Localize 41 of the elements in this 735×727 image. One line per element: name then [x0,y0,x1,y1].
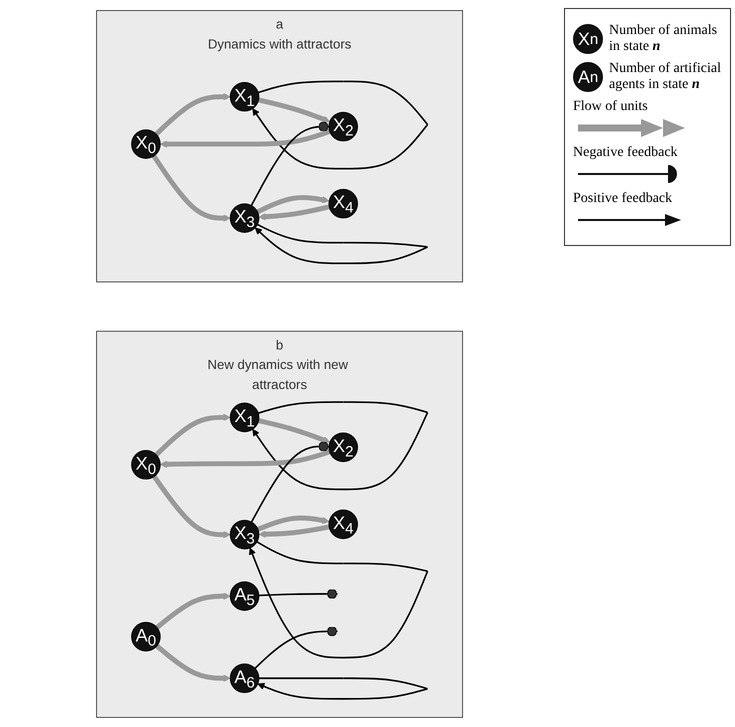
arrow [249,540,429,658]
connector [251,121,330,206]
arrow [160,448,331,468]
legend-text: Number of animals in state n [609,23,718,55]
arrow [160,128,331,148]
arrow [156,644,231,682]
legend-text: Flow of units [573,99,648,115]
arrow [258,97,331,122]
arrow [252,80,429,170]
connector [259,588,338,598]
node-circle: X$_{1}$ [230,402,260,432]
legend-text: Number of artificial agents in state n [609,61,722,93]
node-circle: X$_{4}$ [328,509,358,539]
node-circle: X$_{0}$ [132,128,162,158]
arrow [154,413,231,456]
node-circle: X$_{3}$ [230,519,260,549]
arrow [255,223,428,264]
arrow [259,524,330,538]
arrow [152,154,231,222]
node-circle: A$_{5}$ [230,580,260,610]
arrow [258,676,428,700]
connector [254,626,338,668]
node-circle: A$_{0}$ [132,621,162,651]
legend-text: Positive feedback [573,191,672,207]
arrow [258,418,331,443]
node-circle: X$_{1}$ [230,82,260,112]
node-circle: X$_{3}$ [230,202,260,232]
arrow [152,474,231,538]
node-circle: A$_{6}$ [230,662,260,693]
node-circle: X$_{0}$ [132,450,162,480]
node-circle: X$_{2}$ [328,432,358,462]
arrow [258,204,330,220]
arrow [256,194,330,214]
arrow [257,515,330,532]
node-circle: X$_{2}$ [328,111,358,141]
legend-text: Negative feedback [573,145,678,161]
arrow [252,400,429,490]
node-circle: X$_{4}$ [328,188,358,218]
connector [251,441,330,522]
arrow [154,92,231,136]
arrow [156,592,231,629]
